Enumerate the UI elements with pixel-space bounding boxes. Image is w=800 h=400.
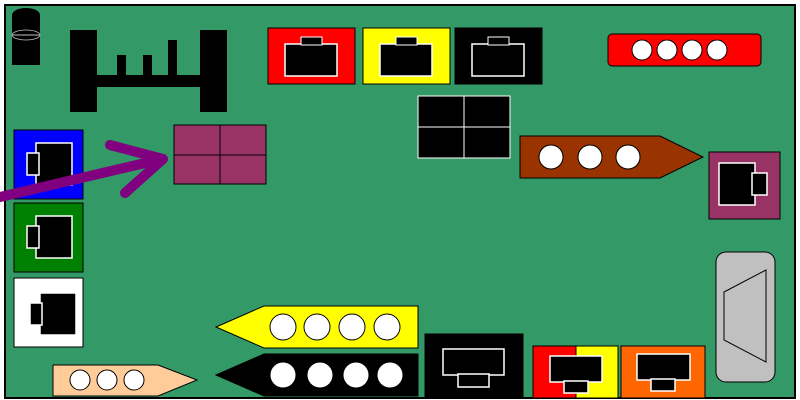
vga-port-icon (716, 252, 775, 382)
maroon-ethernet-port-icon (709, 152, 780, 219)
red-yellow-video-port-icon (533, 346, 618, 398)
usb-quad-black-icon (418, 96, 510, 158)
white-ethernet-port-icon (14, 278, 83, 347)
ps2-port-black (455, 28, 542, 84)
ps2-port-yellow (363, 28, 450, 84)
ps2-port-red (268, 28, 355, 84)
red-pin-header-icon (608, 34, 761, 66)
green-ethernet-port-icon (14, 203, 83, 272)
usb-quad-maroon-icon (174, 125, 266, 184)
black-video-port-icon (425, 334, 523, 398)
audio-jack-icon (12, 8, 40, 65)
orange-video-port-icon (621, 346, 705, 398)
